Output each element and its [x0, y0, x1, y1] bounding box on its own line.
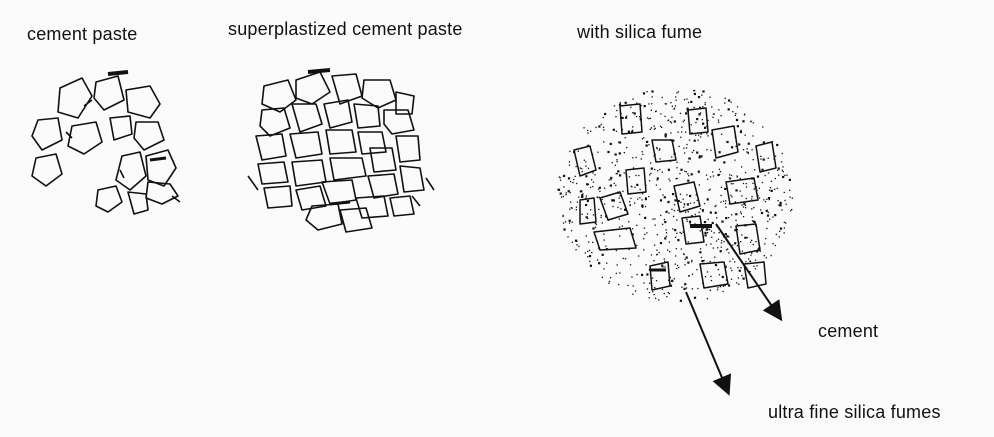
label-with-silica-fume: with silica fume [577, 22, 702, 43]
label-cement-paste: cement paste [27, 24, 137, 45]
superplasticized-grains [248, 70, 434, 232]
silica-fume-mixture [557, 90, 793, 302]
label-cement: cement [818, 321, 878, 342]
arrow-to-silica-fumes [686, 292, 728, 392]
label-superplastized-cement-paste: superplastized cement paste [228, 19, 463, 40]
label-ultra-fine-silica-fumes: ultra fine silica fumes [768, 402, 941, 423]
cement-paste-grains [32, 72, 180, 214]
